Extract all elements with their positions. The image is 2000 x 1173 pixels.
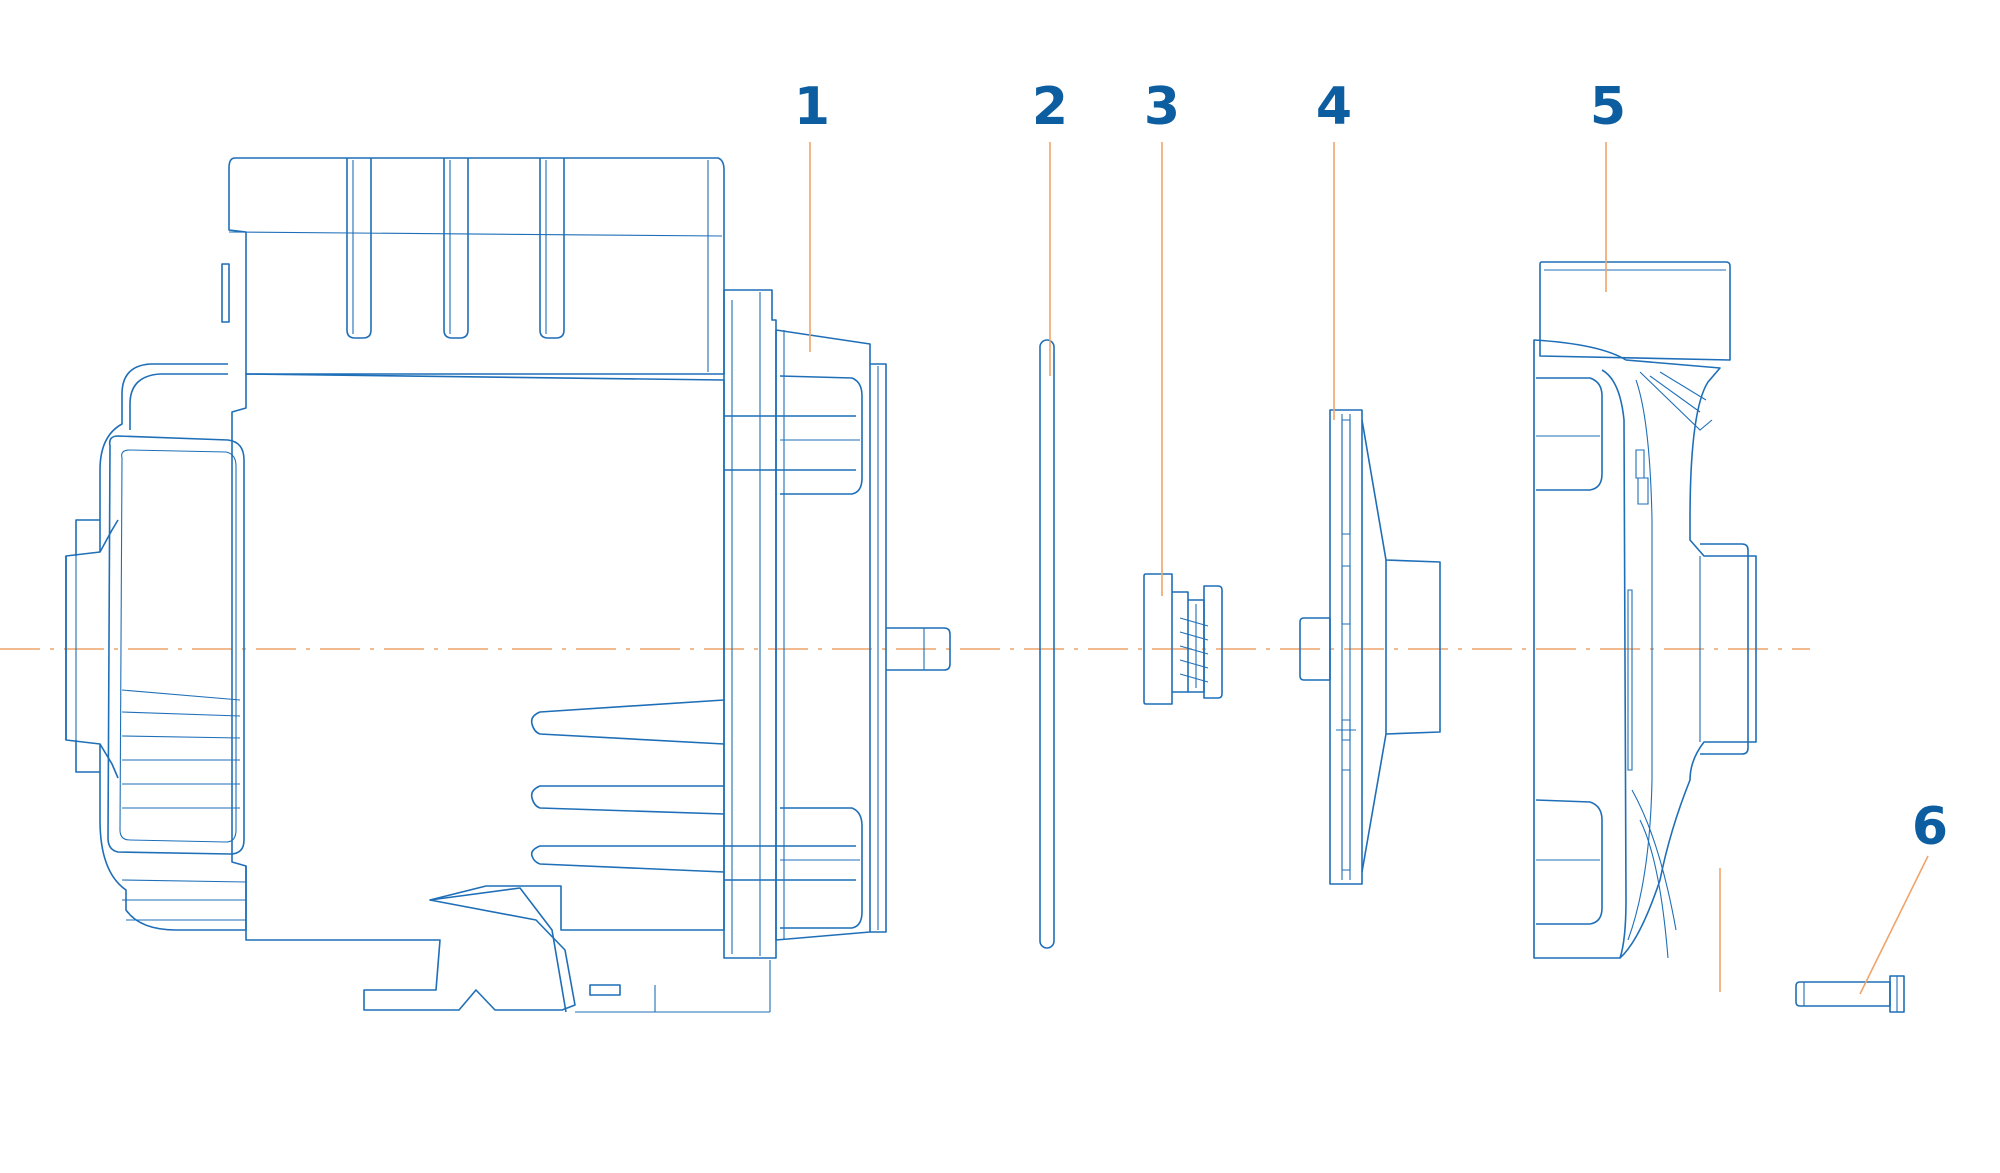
part-3-seal	[1143, 573, 1223, 705]
callout-4: 4	[1316, 77, 1352, 137]
part-2-gasket	[1039, 339, 1055, 949]
part-1-motor	[65, 157, 951, 1013]
callout-6: 6	[1912, 797, 1948, 857]
part-6-bolt	[1795, 975, 1905, 1013]
callout-3: 3	[1144, 77, 1180, 137]
leader-6	[1859, 855, 1929, 995]
callout-2: 2	[1032, 77, 1068, 137]
part-5-pump-housing	[1533, 261, 1757, 959]
part-4-impeller	[1299, 409, 1441, 885]
callout-1: 1	[794, 77, 830, 137]
callout-5: 5	[1590, 77, 1626, 137]
